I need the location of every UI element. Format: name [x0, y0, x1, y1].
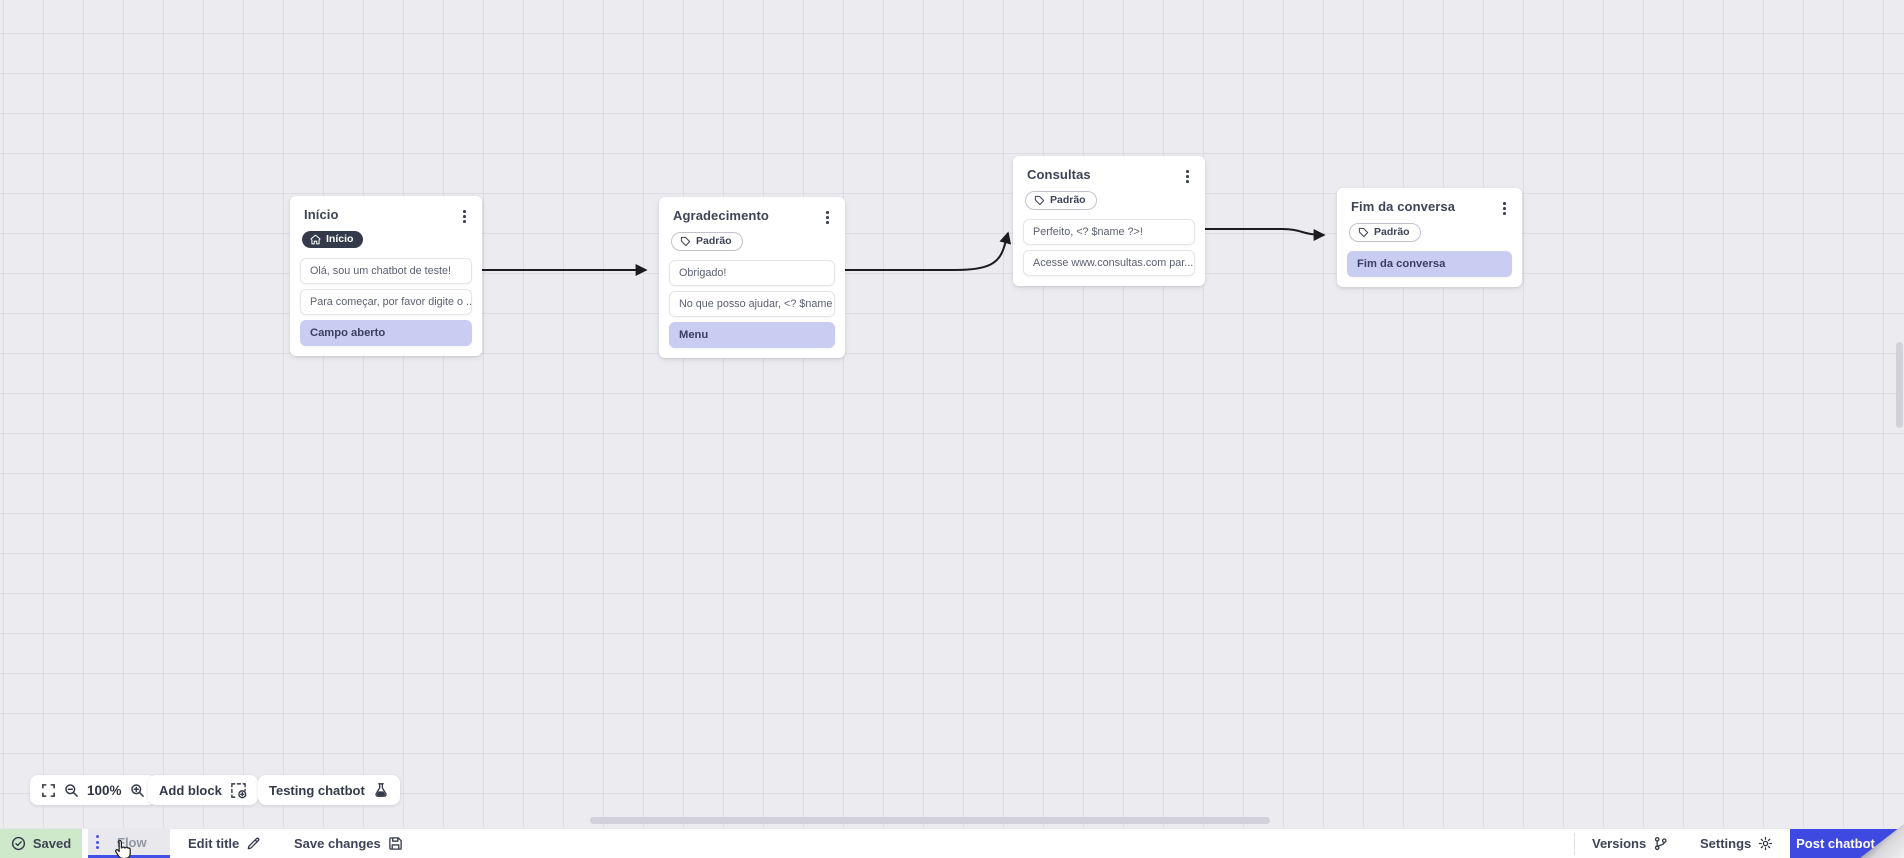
saved-status-badge: Saved — [0, 829, 82, 858]
node-consultas[interactable]: Consultas Padrão Perfeito, <? $name ?>! … — [1013, 156, 1205, 286]
flow-tab-label: Flow — [117, 834, 147, 850]
horizontal-scrollbar[interactable] — [590, 817, 1270, 824]
fullscreen-icon[interactable] — [41, 783, 56, 798]
start-badge: Início — [302, 230, 364, 248]
node-menu-icon[interactable] — [822, 208, 833, 227]
default-badge: Padrão — [671, 231, 743, 251]
floppy-disk-icon — [388, 837, 402, 850]
zoom-level: 100% — [87, 782, 122, 798]
add-block-label: Add block — [159, 782, 222, 798]
tag-icon — [1358, 227, 1369, 237]
node-menu-icon[interactable] — [1182, 167, 1193, 186]
default-badge: Padrão — [1349, 222, 1421, 242]
versions-button[interactable]: Versions — [1592, 829, 1668, 858]
field-block[interactable]: Campo aberto — [300, 319, 472, 346]
message-block[interactable]: Para começar, por favor digite o ... — [300, 288, 472, 315]
divider — [1574, 833, 1575, 855]
node-menu-icon[interactable] — [459, 207, 470, 226]
message-block[interactable]: No que posso ajudar, <? $name ... — [669, 290, 835, 317]
testing-chatbot-button[interactable]: Testing chatbot — [258, 775, 400, 805]
tab-flow[interactable]: Flow — [88, 829, 170, 858]
home-icon — [310, 234, 321, 245]
testing-chatbot-label: Testing chatbot — [269, 782, 365, 798]
node-fim-da-conversa[interactable]: Fim da conversa Padrão Fim da conversa — [1337, 188, 1522, 287]
node-inicio[interactable]: Início Início Olá, sou um chatbot de tes… — [290, 196, 482, 356]
zoom-out-icon[interactable] — [64, 783, 79, 798]
node-title: Início — [304, 207, 339, 222]
message-block[interactable]: Acesse www.consultas.com par... — [1023, 249, 1195, 276]
node-title: Consultas — [1027, 167, 1091, 182]
flow-menu-icon[interactable] — [94, 835, 104, 849]
vertical-scrollbar[interactable] — [1896, 342, 1903, 428]
git-branch-icon — [1655, 836, 1667, 851]
default-badge: Padrão — [1025, 190, 1097, 210]
message-block[interactable]: Olá, sou um chatbot de teste! — [300, 257, 472, 284]
add-block-button[interactable]: Add block — [148, 775, 258, 805]
field-block[interactable]: Menu — [669, 321, 835, 348]
message-block[interactable]: Perfeito, <? $name ?>! — [1023, 218, 1195, 245]
node-title: Fim da conversa — [1351, 199, 1456, 214]
field-block[interactable]: Fim da conversa — [1347, 250, 1512, 277]
flask-icon — [375, 783, 387, 797]
status-bar: Saved Flow Edit title Save changes Versi… — [0, 828, 1904, 858]
settings-button[interactable]: Settings — [1700, 829, 1773, 858]
node-agradecimento[interactable]: Agradecimento Padrão Obrigado! No que po… — [659, 197, 845, 358]
gear-icon — [1759, 836, 1773, 851]
message-block[interactable]: Obrigado! — [669, 259, 835, 286]
save-changes-button[interactable]: Save changes — [294, 829, 403, 858]
pencil-icon — [247, 837, 260, 850]
saved-label: Saved — [32, 836, 72, 851]
check-circle-icon — [11, 836, 25, 851]
zoom-toolbar: 100% — [30, 775, 156, 805]
tag-icon — [680, 236, 691, 246]
flow-canvas[interactable] — [0, 0, 1904, 828]
node-menu-icon[interactable] — [1499, 199, 1510, 218]
node-title: Agradecimento — [673, 208, 769, 223]
zoom-in-icon[interactable] — [130, 783, 145, 798]
edit-title-button[interactable]: Edit title — [188, 829, 261, 858]
frame-plus-icon — [231, 782, 247, 798]
tag-icon — [1034, 195, 1045, 205]
